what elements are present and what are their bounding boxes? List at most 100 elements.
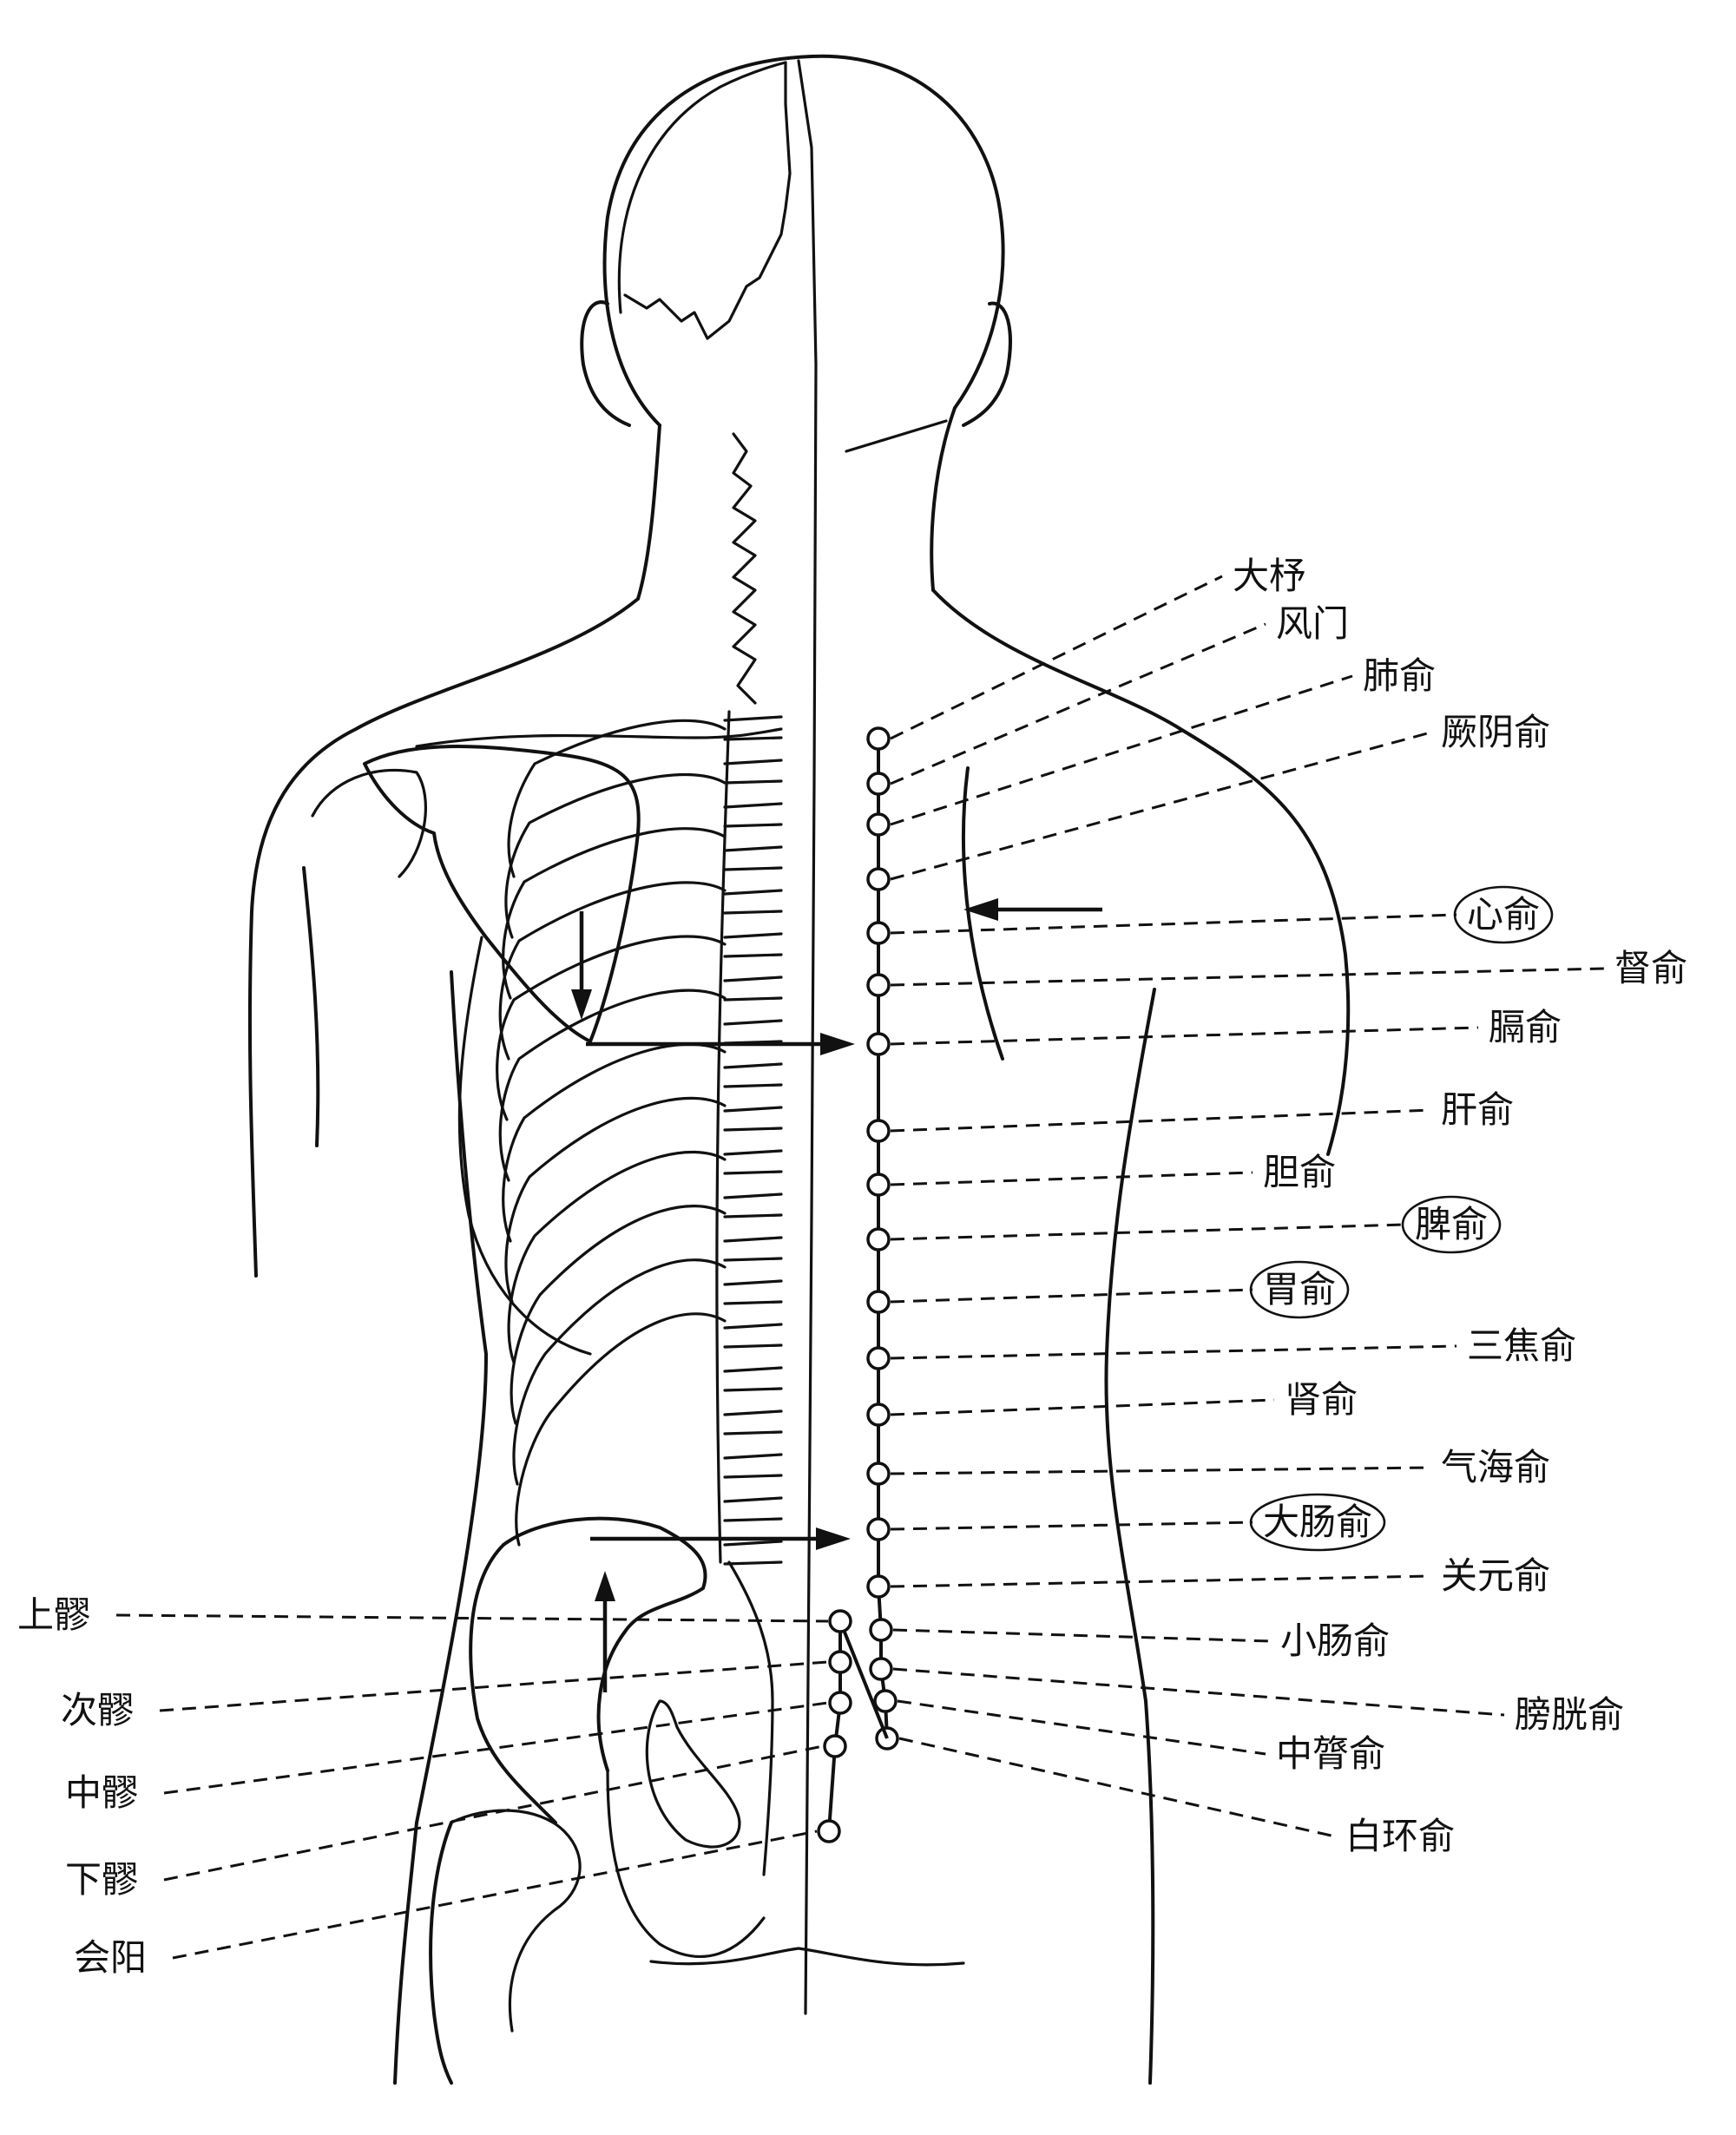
sacral-points-chain — [817, 1609, 889, 1843]
rib — [510, 1205, 727, 1425]
vertebrae — [723, 715, 783, 1566]
leader-weishu — [890, 1288, 1253, 1304]
vertebra — [723, 889, 783, 915]
arrow-to-geshu-head — [820, 1033, 855, 1055]
point-guanyuanshu — [866, 1574, 891, 1599]
ribcage-outline — [457, 936, 592, 1356]
left-shoulder — [247, 597, 640, 1278]
circle-mark-xinshu — [1453, 885, 1554, 944]
point-qihaishu — [866, 1462, 891, 1486]
label-shenshu: 肾俞 — [1285, 1378, 1358, 1421]
vertebra — [723, 1366, 783, 1392]
point-weishu — [866, 1290, 891, 1314]
label-qihaishu: 气海俞 — [1441, 1446, 1550, 1488]
point-zhongliao — [828, 1691, 852, 1715]
ilium-left — [469, 1543, 557, 1824]
point-feishu — [866, 812, 891, 837]
label-feishu: 肺俞 — [1363, 654, 1436, 697]
leader-danshu — [890, 1171, 1253, 1186]
arrow-pelvis-up-head — [595, 1571, 615, 1601]
leader-sanjiaoshu — [890, 1344, 1457, 1360]
leader-shenshu — [890, 1398, 1275, 1416]
sacral-connector — [838, 1620, 889, 1739]
label-dushu: 督俞 — [1614, 947, 1687, 989]
rib — [507, 1151, 727, 1364]
leader-huiyang — [172, 1830, 818, 1960]
label-huiyang: 会阳 — [74, 1936, 147, 1979]
femur-head — [429, 1821, 453, 2085]
vertebra — [723, 1540, 783, 1566]
leader-ganshu — [890, 1108, 1431, 1133]
vertebra — [723, 1062, 783, 1088]
point-fengmen — [866, 772, 891, 796]
leader-baihuanshu — [898, 1737, 1336, 1838]
label-pishu: 脾俞 — [1415, 1203, 1488, 1245]
leader-dushu — [890, 967, 1605, 987]
rib — [498, 989, 727, 1182]
point-jueyinshu — [866, 867, 891, 891]
leader-pangguangshu — [892, 1667, 1505, 1717]
label-geshu: 膈俞 — [1489, 1006, 1562, 1048]
label-baihuanshu: 白环俞 — [1345, 1815, 1455, 1857]
label-xiaochangshu: 小肠俞 — [1280, 1619, 1390, 1662]
leader-geshu — [890, 1026, 1479, 1046]
right-back-curve — [961, 766, 1004, 1061]
point-pangguangshu — [869, 1657, 893, 1681]
leader-xialiao — [163, 1744, 824, 1882]
rib — [502, 1042, 727, 1243]
arrow-to-dachangshu-head — [816, 1527, 851, 1550]
leader-shangliao — [115, 1613, 829, 1623]
vertebra — [723, 1496, 783, 1522]
humerus-head — [311, 768, 427, 878]
cervical-spine — [732, 432, 757, 705]
obturator — [645, 1699, 741, 1849]
rib — [504, 1096, 727, 1304]
rib — [496, 935, 727, 1121]
circle-mark-pishu — [1401, 1195, 1502, 1254]
rib — [498, 881, 727, 1061]
leader-ciliao — [159, 1660, 829, 1712]
leader-xiaochangshu — [892, 1628, 1271, 1643]
label-shangliao: 上髎 — [17, 1593, 90, 1636]
rib — [504, 772, 727, 939]
label-sanjiaoshu: 三焦俞 — [1467, 1324, 1576, 1367]
vertebra — [723, 1279, 783, 1305]
vertebra — [723, 1409, 783, 1435]
rib — [507, 719, 727, 878]
right-torso — [1104, 988, 1156, 2085]
leader-fengmen — [890, 622, 1266, 785]
label-guanyuanshu: 关元俞 — [1441, 1554, 1550, 1597]
label-weishu: 胃俞 — [1263, 1268, 1336, 1311]
hair-line — [623, 61, 792, 340]
leader-zhongliao — [163, 1701, 829, 1795]
leader-pishu — [890, 1223, 1405, 1241]
point-dachangshu — [866, 1517, 891, 1541]
indicator-arrows — [571, 898, 1102, 1692]
thoracic-spine-edge — [715, 710, 731, 1564]
left-ear — [580, 300, 631, 427]
left-arm-inner — [302, 866, 320, 1147]
vertebra — [723, 1192, 783, 1219]
neck-hairline — [845, 419, 948, 453]
point-shenshu — [866, 1403, 891, 1427]
label-fengmen: 风门 — [1276, 602, 1349, 645]
leader-qihaishu — [890, 1466, 1431, 1475]
label-xinshu: 心俞 — [1467, 893, 1540, 936]
sacrum — [727, 1560, 774, 1876]
point-ciliao — [828, 1650, 852, 1674]
body-outline — [247, 54, 1351, 2085]
body-midline — [797, 59, 818, 2015]
arrow-to-xinshu-head — [963, 898, 998, 921]
vertebra — [723, 976, 783, 1002]
leader-jueyinshu — [890, 731, 1431, 881]
rib — [502, 827, 727, 1000]
leader-lines — [115, 575, 1605, 1960]
vertebra — [723, 715, 783, 741]
neck-right — [930, 406, 957, 592]
vertebra — [723, 1149, 783, 1175]
leader-dazhu — [890, 575, 1223, 740]
right-shoulder — [931, 588, 1351, 1156]
clavicle — [415, 727, 783, 748]
ischium — [606, 1769, 766, 1958]
bladder-meridian-chain — [866, 726, 899, 1751]
